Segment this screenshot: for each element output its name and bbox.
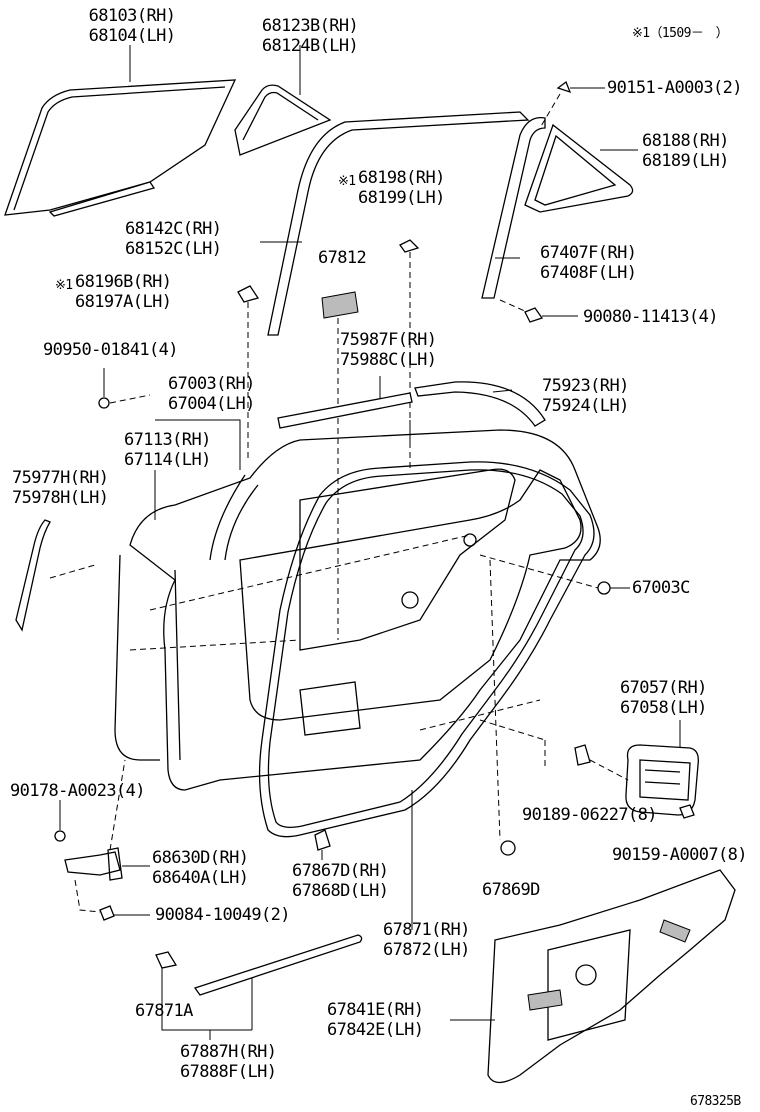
lower-moulding bbox=[193, 934, 363, 996]
part-label-68123: 68123B(RH) 68124B(LH) bbox=[261, 16, 359, 56]
part-label-67867: 67867D(RH) 67868D(LH) bbox=[292, 861, 389, 901]
pad bbox=[321, 291, 359, 319]
part-label-67869: 67869D bbox=[482, 880, 540, 900]
inner-panel bbox=[239, 469, 582, 721]
part-label-68196: 68196B(RH) 68197A(LH) bbox=[75, 272, 172, 312]
division-bar bbox=[481, 116, 546, 299]
part-label-90950: 90950-01841(4) bbox=[43, 340, 178, 360]
part-label-90189: 90189-06227(8) bbox=[522, 805, 657, 825]
screw bbox=[524, 307, 544, 323]
clip bbox=[556, 80, 572, 94]
part-label-75987: 75987F(RH) 75988C(LH) bbox=[340, 330, 437, 370]
part-label-67057: 67057(RH) 67058(LH) bbox=[620, 678, 707, 718]
hinge-bolt-2 bbox=[99, 905, 115, 921]
part-label-68142: 68142C(RH) 68152C(LH) bbox=[125, 219, 222, 259]
part-label-90080: 90080-11413(4) bbox=[583, 307, 718, 327]
door-glass bbox=[4, 79, 237, 216]
part-label-90159: 90159-A0007(8) bbox=[612, 845, 747, 865]
marker-68196: ※1 bbox=[55, 278, 73, 293]
lock-bracket bbox=[574, 744, 591, 766]
marker-68198: ※1 bbox=[338, 174, 356, 189]
weatherstrip bbox=[258, 461, 595, 838]
part-label-68198: 68198(RH) 68199(LH) bbox=[358, 168, 445, 208]
part-label-75923: 75923(RH) 75924(LH) bbox=[542, 376, 629, 416]
figure-id: 678325B bbox=[690, 1094, 741, 1109]
part-label-68630: 68630D(RH) 68640A(LH) bbox=[152, 848, 249, 888]
hinge-bolt bbox=[54, 830, 66, 842]
lock-screw bbox=[679, 804, 695, 819]
part-label-90178: 90178-A0023(4) bbox=[10, 781, 145, 801]
quarter-window bbox=[524, 123, 634, 213]
note-version: ※1（1509－ ） bbox=[632, 26, 729, 41]
part-label-67871: 67871(RH) 67872(LH) bbox=[383, 920, 470, 960]
part-label-67871a: 67871A bbox=[135, 1001, 193, 1021]
part-label-67812: 67812 bbox=[318, 248, 367, 268]
part-label-68188: 68188(RH) 68189(LH) bbox=[642, 131, 729, 171]
clip-67867 bbox=[314, 829, 331, 851]
glass-channel bbox=[48, 181, 156, 217]
clip-68196 bbox=[237, 285, 260, 303]
door-hinge bbox=[64, 851, 121, 876]
part-label-67841: 67841E(RH) 67842E(LH) bbox=[327, 1000, 424, 1040]
service-hole-cover bbox=[487, 869, 736, 1084]
belt-moulding-outer bbox=[277, 392, 413, 429]
clip-67869 bbox=[500, 840, 516, 856]
part-label-90151: 90151-A0003(2) bbox=[607, 78, 742, 98]
stopper bbox=[597, 581, 611, 595]
nut bbox=[98, 397, 110, 409]
part-label-75977: 75977H(RH) 75978H(LH) bbox=[12, 468, 109, 508]
clip-67871a bbox=[155, 951, 178, 969]
run-channel bbox=[267, 111, 530, 336]
part-label-67407: 67407F(RH) 67408F(LH) bbox=[540, 243, 637, 283]
clip-68198 bbox=[399, 239, 420, 253]
part-label-67887: 67887H(RH) 67888F(LH) bbox=[180, 1042, 277, 1082]
pillar-garnish bbox=[15, 519, 51, 632]
part-label-67113: 67113(RH) 67114(LH) bbox=[124, 430, 211, 470]
part-label-67003c: 67003C bbox=[632, 578, 690, 598]
part-label-90084: 90084-10049(2) bbox=[155, 905, 290, 925]
part-label-68103: 68103(RH) 68104(LH) bbox=[88, 6, 176, 46]
belt-moulding-front bbox=[414, 381, 546, 427]
part-label-67003: 67003(RH) 67004(LH) bbox=[168, 374, 255, 414]
quarter-glass bbox=[234, 84, 332, 156]
door-shell bbox=[129, 429, 601, 791]
